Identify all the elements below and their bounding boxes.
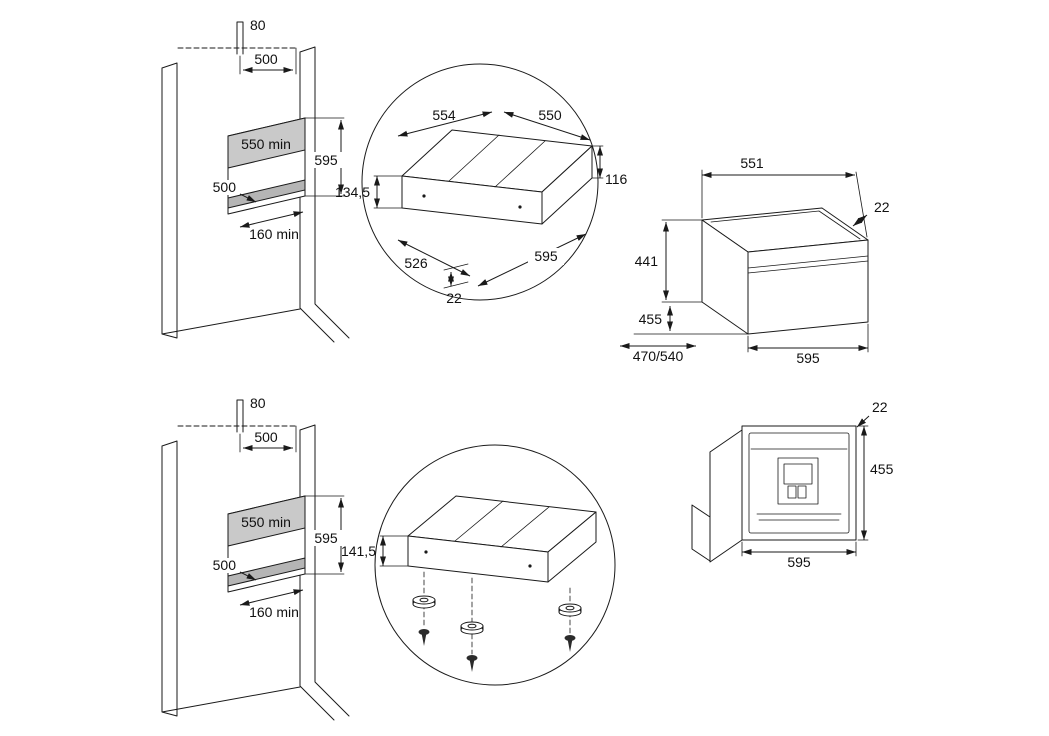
wall-pin <box>236 21 244 55</box>
screw-dot <box>518 205 522 209</box>
front-panel <box>741 425 857 541</box>
dim-front-height: 134,5 <box>335 184 370 200</box>
machine-side-body <box>709 429 743 563</box>
dim-side-height: 116 <box>605 171 628 187</box>
dim-niche-height: 595 <box>314 152 338 168</box>
label-bg <box>204 180 238 195</box>
niche-shaded-ceiling <box>227 495 306 547</box>
dim-pin-depth: 500 <box>254 429 278 445</box>
dim-panel-thickness: 22 <box>872 399 888 415</box>
dim-front-width: 595 <box>796 350 820 366</box>
dim-plinth-depth: 160 min <box>249 604 299 620</box>
dim-niche-height: 595 <box>314 530 338 546</box>
oven-detail-lines <box>710 210 869 274</box>
detail-circle <box>361 63 599 301</box>
dim-plinth-depth: 160 min <box>249 226 299 242</box>
dim-front-height: 455 <box>870 461 894 477</box>
mounting-screw <box>466 655 478 672</box>
drawer-isometric-figure: 554 550 134,5 116 526 595 22 <box>335 63 628 306</box>
oven-front-face <box>747 239 869 335</box>
dim-niche-depth: 500 <box>213 179 237 195</box>
label-bg <box>528 248 564 265</box>
leader-panel-thickness <box>856 415 870 428</box>
dim-inner-height: 441 <box>635 253 659 269</box>
mounting-screw <box>418 629 430 646</box>
drip-tray-lines <box>756 513 842 521</box>
dim-top-width: 551 <box>740 155 764 171</box>
dim-line-top-depth <box>503 111 591 141</box>
mounting-screw <box>564 635 576 652</box>
dim-bottom-width: 595 <box>534 248 558 264</box>
label-bg <box>308 152 344 168</box>
label-bg <box>204 558 238 573</box>
dim-pin-height: 80 <box>250 17 266 33</box>
wall-pin <box>236 399 244 433</box>
dim-top-width: 554 <box>432 107 456 123</box>
niche-shaded-ceiling <box>227 117 306 169</box>
dispenser-head <box>783 463 813 485</box>
dim-pin-depth: 500 <box>254 51 278 67</box>
dim-pin-height: 80 <box>250 395 266 411</box>
dim-front-width: 595 <box>787 554 811 570</box>
dim-line-bottom-depth <box>397 239 471 277</box>
niche-diagram-bottom: 80 500 550 min 595 500 160 min <box>161 395 350 721</box>
adjuster-washer <box>412 595 436 609</box>
label-bg <box>308 530 344 546</box>
drawer-feet-figure: 141,5 <box>341 444 616 686</box>
spout-left <box>787 485 797 499</box>
coffee-machine-front-figure: 22 455 595 <box>691 399 894 570</box>
niche-diagram-top: 80 500 550 min 595 500 160 min <box>161 17 350 343</box>
dim-line-plinth-depth <box>239 211 304 228</box>
dim-niche-width: 550 min <box>241 514 291 530</box>
dim-front-height: 141,5 <box>341 543 376 559</box>
detail-circle <box>374 444 616 686</box>
dispenser-unit <box>777 457 819 505</box>
front-panel-inner-frame <box>748 432 850 534</box>
drawer-side-face <box>547 511 597 583</box>
mount-axes-dashed <box>423 571 571 655</box>
leader-niche-depth <box>239 193 257 203</box>
dim-lower-height: 455 <box>639 311 663 327</box>
dim-niche-width: 550 min <box>241 136 291 152</box>
drawer-top-seams <box>448 134 546 188</box>
machine-base <box>691 504 711 562</box>
drawer-top-seams <box>454 500 550 548</box>
dim-niche-depth: 470/540 <box>633 348 684 364</box>
oven-isometric-figure: 551 22 441 455 470/540 595 <box>620 155 890 366</box>
leader-niche-depth <box>239 571 257 581</box>
screw-dot <box>528 564 532 568</box>
spout-right <box>797 485 807 499</box>
adjuster-washer <box>558 603 582 617</box>
dim-niche-depth: 500 <box>213 557 237 573</box>
dim-line-top-width <box>397 111 493 137</box>
adjuster-washer <box>460 621 484 635</box>
dim-lip: 22 <box>446 290 462 306</box>
screw-dot <box>424 550 428 554</box>
dim-line-panel-thickness <box>852 214 868 227</box>
dim-line-plinth-depth <box>239 589 304 606</box>
dim-top-depth: 550 <box>538 107 562 123</box>
screw-dot <box>422 194 426 198</box>
dim-bottom-depth: 526 <box>404 255 428 271</box>
dim-panel-thickness: 22 <box>874 199 890 215</box>
